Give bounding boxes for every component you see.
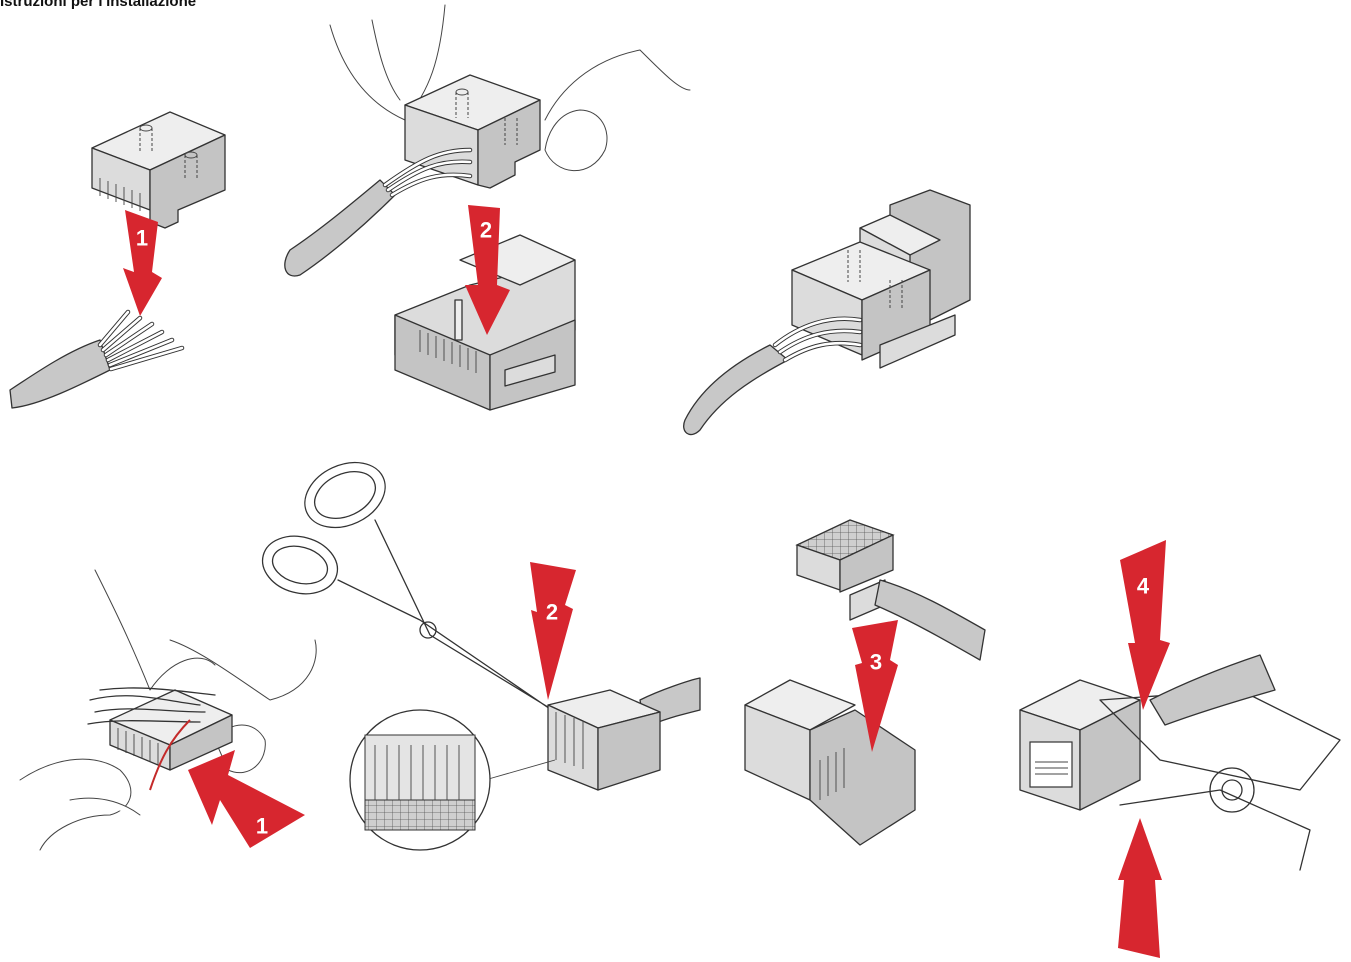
step-arrow-top-1: 1 <box>123 210 162 316</box>
jack-being-trimmed <box>548 678 700 790</box>
step-number-bottom-3: 3 <box>870 650 882 675</box>
step-number-top-1: 1 <box>136 226 148 251</box>
step-number-bottom-4: 4 <box>1137 574 1150 599</box>
stripped-cable-left <box>10 312 182 408</box>
step-number-bottom-1: 1 <box>256 814 268 839</box>
keystone-jack-receiving-plug <box>745 680 915 845</box>
keystone-jack-front <box>1020 680 1140 810</box>
step-number-bottom-2: 2 <box>546 600 558 625</box>
step-arrow-bottom-2: 2 <box>530 562 576 700</box>
keystone-jack-assembled <box>792 190 970 368</box>
detail-magnifier <box>350 710 555 850</box>
step-number-top-2: 2 <box>480 218 492 243</box>
wire-cap-top-left <box>92 112 225 228</box>
step-arrow-bottom-4: 4 <box>1120 540 1170 710</box>
step-arrow-bottom-4-up <box>1118 818 1162 958</box>
